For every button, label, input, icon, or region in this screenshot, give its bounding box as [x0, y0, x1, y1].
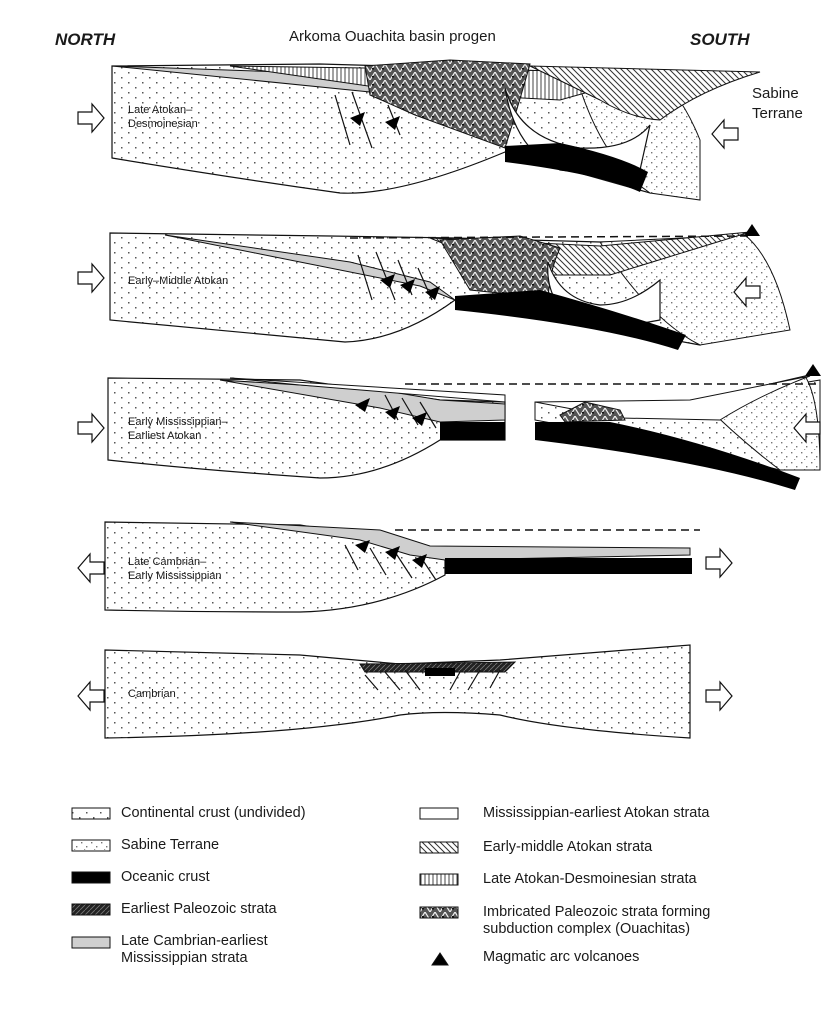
- arrow-left: [78, 554, 104, 582]
- stage-label-early-mississippian-earliest-atokan: Early Mississippian– Earliest Atokan: [128, 415, 228, 443]
- stage-line: Late Cambrian–: [128, 555, 222, 569]
- swatch-earliest-paleozoic: [72, 904, 110, 915]
- sabine-terrane-line: Terrane: [752, 104, 803, 124]
- arrow-right: [706, 682, 732, 710]
- section-cambrian: [105, 645, 690, 738]
- arrow-left: [712, 120, 738, 148]
- sabine-terrane-line: Sabine: [752, 84, 803, 104]
- legend-label-sabine-terrane: Sabine Terrane: [121, 837, 219, 854]
- swatch-early-middle-atokan: [420, 842, 458, 853]
- arrow-right: [706, 549, 732, 577]
- arrow-right: [78, 104, 104, 132]
- legend-label-earliest-paleozoic: Earliest Paleozoic strata: [121, 901, 277, 918]
- legend-line: Imbricated Paleozoic strata forming: [483, 904, 710, 921]
- swatch-magmatic-arc: [432, 953, 448, 965]
- stage-line: Early–Middle Atokan: [128, 274, 228, 288]
- stage-line: Earliest Atokan: [128, 429, 228, 443]
- stage-line: Desmoinesian: [128, 117, 198, 131]
- legend-label-magmatic-arc: Magmatic arc volcanoes: [483, 949, 639, 966]
- stage-label-early-middle-atokan: Early–Middle Atokan: [128, 274, 228, 288]
- legend-label-early-middle-atokan: Early-middle Atokan strata: [483, 839, 652, 856]
- stage-label-late-cambrian-early-mississippian: Late Cambrian– Early Mississippian: [128, 555, 222, 583]
- north-label: NORTH: [55, 30, 115, 50]
- swatch-late-cambrian-mississippian: [72, 937, 110, 948]
- swatch-late-atokan-desmoinesian: [420, 874, 458, 885]
- stage-line: Early Mississippian–: [128, 415, 228, 429]
- figure-title: Arkoma Ouachita basin progen: [289, 28, 496, 45]
- swatch-oceanic-crust: [72, 872, 110, 883]
- arrow-right: [78, 264, 104, 292]
- swatch-continental-crust: [72, 808, 110, 819]
- legend-label-oceanic-crust: Oceanic crust: [121, 869, 210, 886]
- legend-label-imbricated-paleozoic: Imbricated Paleozoic strata forming subd…: [483, 904, 710, 938]
- swatch-mississippian-atokan: [420, 808, 458, 819]
- stage-label-cambrian: Cambrian: [128, 687, 176, 701]
- legend-label-mississippian-atokan: Mississippian-earliest Atokan strata: [483, 805, 709, 822]
- legend-line: Late Cambrian-earliest: [121, 933, 268, 950]
- swatch-imbricated-paleozoic: [420, 907, 458, 918]
- swatch-sabine-terrane: [72, 840, 110, 851]
- arrow-right: [78, 414, 104, 442]
- legend-line: subduction complex (Ouachitas): [483, 921, 710, 938]
- stage-line: Late Atokan–: [128, 103, 198, 117]
- stage-line: Early Mississippian: [128, 569, 222, 583]
- arrow-left: [78, 682, 104, 710]
- legend-line: Mississippian strata: [121, 950, 268, 967]
- stage-line: Cambrian: [128, 687, 176, 701]
- legend-label-continental-crust: Continental crust (undivided): [121, 805, 306, 822]
- section-late-atokan-desmoinesian: [112, 60, 760, 200]
- legend-label-late-atokan-desmoinesian: Late Atokan-Desmoinesian strata: [483, 871, 697, 888]
- stage-label-late-atokan-desmoinesian: Late Atokan– Desmoinesian: [128, 103, 198, 131]
- sabine-terrane-label: Sabine Terrane: [752, 84, 803, 124]
- south-label: SOUTH: [690, 30, 750, 50]
- legend-label-late-cambrian-mississippian: Late Cambrian-earliest Mississippian str…: [121, 933, 268, 967]
